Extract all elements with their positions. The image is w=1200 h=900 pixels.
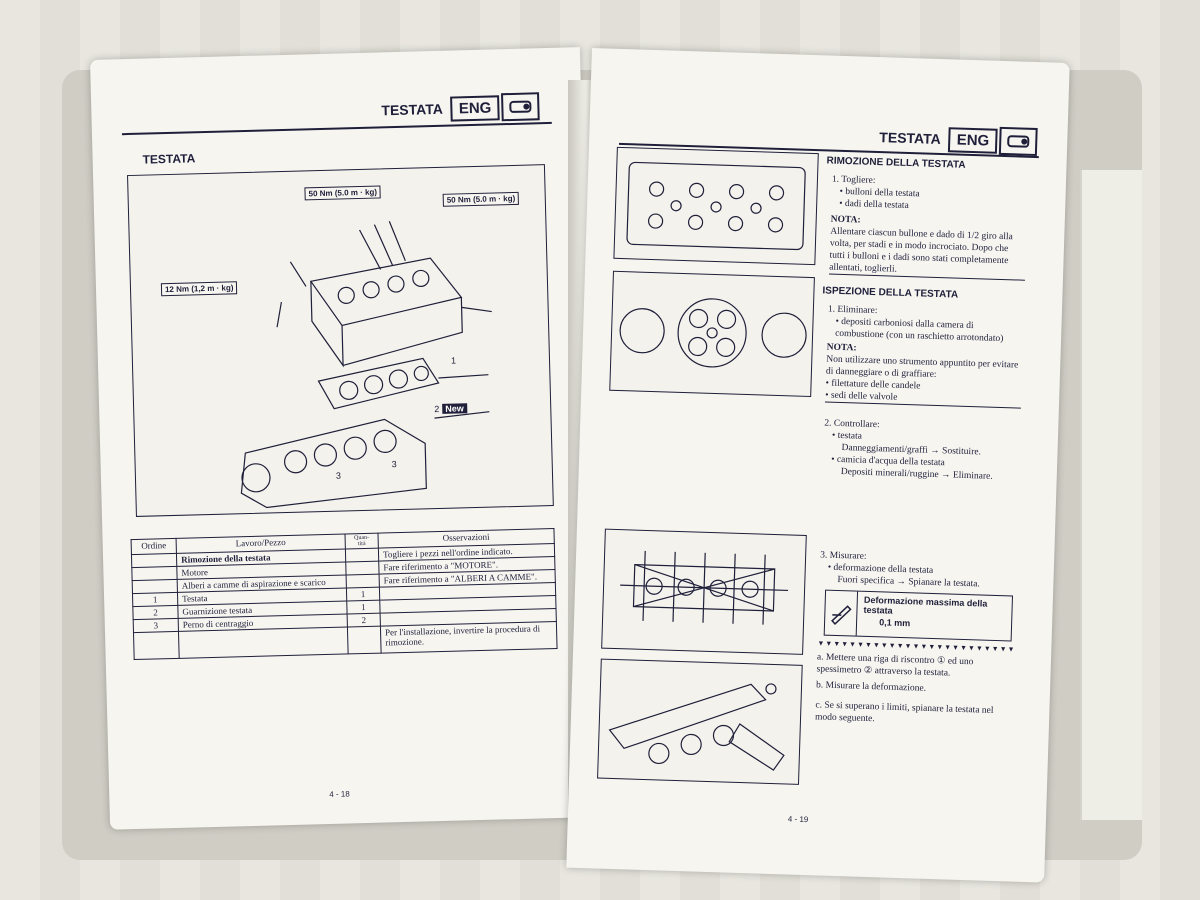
inspection-b1: • depositi carboniosi dalla camera di co… <box>834 316 1004 345</box>
book-page-stack <box>1080 170 1142 820</box>
row-qty: 1 <box>346 587 380 601</box>
left-eng-badge: ENG <box>450 94 500 122</box>
row-part <box>178 626 349 659</box>
engine-icon <box>500 92 540 122</box>
step-b: b. Misurare la deformazione. <box>815 680 927 694</box>
callout-1: 1 <box>450 355 457 366</box>
feeler-gauge-icon <box>824 590 859 636</box>
row-order: 1 <box>132 592 178 607</box>
inspection-nota-label: NOTA: <box>826 342 857 354</box>
torque-label-1: 50 Nm (5.0 m · kg) <box>304 185 382 201</box>
cylinder-head-illustration <box>240 220 492 509</box>
torque-label-3: 12 Nm (1,2 m · kg) <box>160 281 238 297</box>
row-order: 3 <box>133 618 179 633</box>
left-header: TESTATA ENG <box>381 92 540 124</box>
callout-3: 3 <box>391 459 397 470</box>
inspection-n2: • sedi delle valvole <box>824 389 1022 409</box>
removal-nota-text: Allentare ciascun bullone e dado di 1/2 … <box>829 225 1027 281</box>
row-order: 2 <box>132 605 179 620</box>
exploded-diagram: 50 Nm (5.0 m · kg) 50 Nm (5.0 m · kg) 12… <box>127 164 554 517</box>
removal-title: RIMOZIONE DELLA TESTATA <box>826 155 966 171</box>
left-section-title: TESTATA <box>142 151 196 167</box>
right-header: TESTATA ENG <box>879 123 1038 157</box>
new-tag: New <box>442 403 467 414</box>
left-page-number: 4 - 18 <box>329 789 350 799</box>
step-a: a. Mettere una riga di riscontro ① ed un… <box>816 652 974 679</box>
limit-value: 0,1 mm <box>879 617 911 629</box>
bolt-pattern-figure <box>613 146 819 266</box>
col-quantita: Quan- tità <box>344 533 379 549</box>
removal-b2: • dadi della testata <box>839 198 909 212</box>
row-qty <box>345 561 380 575</box>
row-qty <box>346 574 380 588</box>
row-qty <box>345 548 379 562</box>
inspection-title: ISPEZIONE DELLA TESTATA <box>822 285 959 301</box>
parts-table: Ordine Lavoro/Pezzo Quan- tità Osservazi… <box>131 528 558 660</box>
row-order <box>132 579 178 594</box>
callout-3b: 3 <box>335 470 342 481</box>
engine-icon <box>998 126 1038 157</box>
row-order <box>133 631 180 660</box>
right-header-title: TESTATA <box>879 129 942 147</box>
row-order <box>131 553 177 568</box>
row-qty <box>347 626 382 654</box>
inspection-c2r: Depositi minerali/ruggine → Eliminare. <box>840 467 993 482</box>
torque-label-2: 50 Nm (5.0 m · kg) <box>442 191 520 207</box>
col-ordine: Ordine <box>131 538 177 555</box>
combustion-chamber-figure <box>609 270 815 398</box>
straightedge-figure <box>597 658 803 785</box>
removal-step1: 1. Togliere: <box>831 174 876 186</box>
right-page-number: 4 - 19 <box>787 814 809 825</box>
removal-nota-label: NOTA: <box>830 214 861 226</box>
left-header-rule <box>121 121 552 136</box>
row-qty: 1 <box>346 600 381 614</box>
table-footer-note: Per l'installazione, invertire la proced… <box>380 621 558 654</box>
row-order <box>131 566 178 581</box>
right-eng-badge: ENG <box>948 126 998 154</box>
left-page: TESTATA ENG TESTATA 50 Nm (5.0 <box>90 47 600 830</box>
warpage-pattern-figure <box>601 528 807 655</box>
inspection-m1r: Fuori specifica → Spianare la testata. <box>837 574 980 590</box>
callout-2-number: 2 <box>434 403 440 415</box>
left-header-title: TESTATA <box>381 100 444 119</box>
limit-title: Deformazione massima della testata <box>863 594 988 616</box>
inspection-c1: • testata <box>831 430 863 442</box>
row-qty: 2 <box>347 613 381 627</box>
step-c: c. Se si superano i limiti, spianare la … <box>814 700 994 725</box>
right-page: TESTATA ENG <box>566 48 1070 883</box>
warpage-limit-box: Deformazione massima della testata 0,1 m… <box>823 589 1014 642</box>
